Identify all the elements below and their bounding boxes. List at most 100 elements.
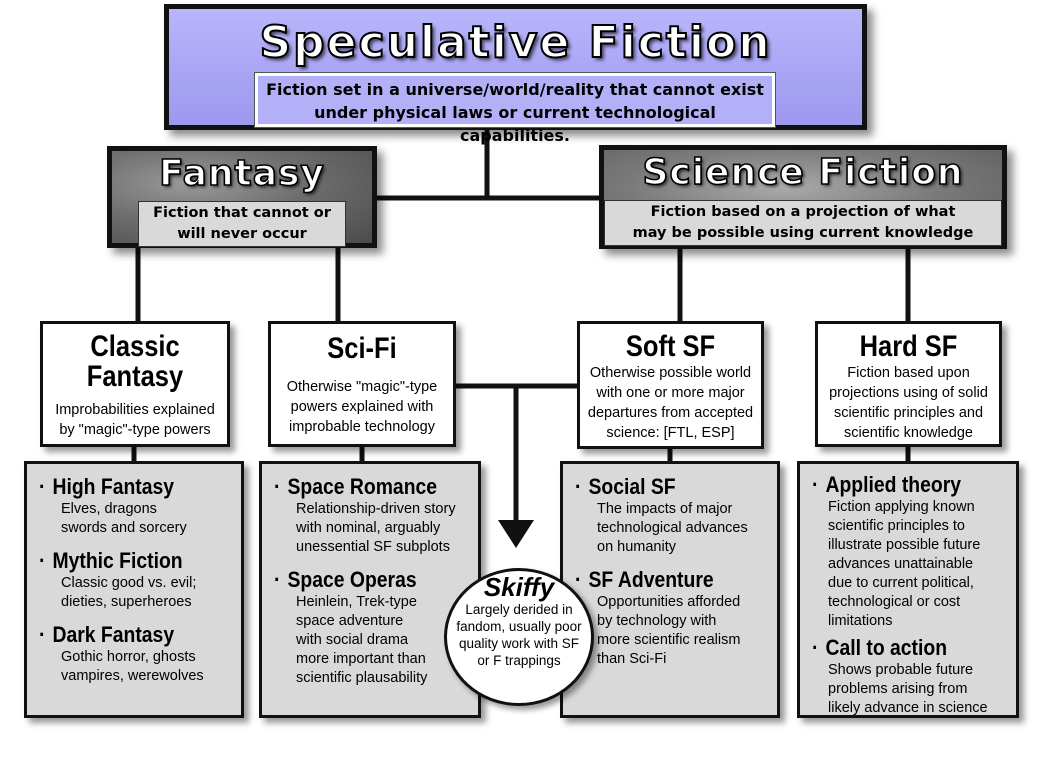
bullet: · (39, 474, 46, 499)
science-fiction-description: Fiction based on a projection of what ma… (604, 200, 1002, 246)
description-line: with one or more major (596, 385, 745, 401)
description-line: will never occur (177, 226, 307, 242)
description-line: limitations (828, 613, 893, 629)
detail-heading: ·Space Romance (274, 474, 446, 500)
description-line: science: [FTL, ESP] (606, 425, 735, 441)
sci-fi-title: Sci-Fi (327, 332, 397, 365)
description-line: scientific principles to (828, 518, 965, 534)
description-line: may be possible using current knowledge (632, 225, 974, 241)
bullet: · (812, 472, 819, 497)
detail-heading: ·Call to action (812, 635, 984, 661)
fantasy-box: Fantasy Fiction that cannot or will neve… (107, 146, 377, 248)
bullet: · (812, 635, 819, 660)
description-line: Relationship-driven story (296, 501, 456, 517)
detail-description: Classic good vs. evil; dieties, superher… (39, 574, 233, 612)
description-line: vampires, werewolves (61, 668, 204, 684)
description-line: Elves, dragons (61, 501, 157, 517)
sci-fi-box: Sci-Fi Otherwise "magic"-type powers exp… (268, 321, 456, 447)
bullet: · (274, 474, 281, 499)
description-line: Largely derided in (465, 602, 573, 617)
detail-heading: ·Applied theory (812, 472, 984, 498)
description-line: unessential SF subplots (296, 539, 450, 555)
description-line: more important than (296, 651, 426, 667)
description-line: The impacts of major (597, 501, 733, 517)
description-line: space adventure (296, 613, 404, 629)
hard-sf-title: Hard SF (859, 330, 958, 363)
description-line: Shows probable future (828, 662, 974, 678)
fantasy-title: Fantasy (158, 152, 325, 195)
description-line: under physical laws or current technolog… (314, 103, 716, 145)
bullet: · (575, 474, 582, 499)
sci-fi-detail-box: ·Space Romance Relationship-driven story… (259, 461, 481, 718)
speculative-fiction-title: Speculative Fiction (258, 16, 772, 69)
skiffy-title: Skiffy (483, 572, 555, 602)
description-line: Fiction based on a projection of what (650, 204, 956, 220)
description-line: swords and sorcery (61, 520, 187, 536)
description-line: more scientific realism (597, 632, 741, 648)
soft-sf-title: Soft SF (625, 330, 716, 363)
detail-heading: ·Mythic Fiction (39, 548, 210, 574)
classic-fantasy-detail-box: ·High Fantasy Elves, dragons swords and … (24, 461, 244, 718)
detail-description: Heinlein, Trek-type space adventure with… (274, 593, 470, 688)
detail-heading: ·Social SF (575, 474, 746, 500)
hard-sf-description: Fiction based upon projections using of … (818, 363, 999, 443)
detail-heading-text: Space Romance (287, 474, 438, 499)
description-line: Fiction based upon (847, 365, 970, 381)
detail-heading-text: Social SF (588, 474, 676, 499)
detail-description: Relationship-driven story with nominal, … (274, 500, 470, 557)
soft-sf-detail-box: ·Social SF The impacts of major technolo… (560, 461, 780, 718)
description-line: scientific knowledge (844, 425, 973, 441)
bullet: · (274, 567, 281, 592)
description-line: problems arising from (828, 681, 968, 697)
detail-heading-text: High Fantasy (52, 474, 175, 499)
description-line: Improbabilities explained (55, 402, 215, 418)
description-line: scientific principles and (833, 405, 984, 421)
description-line: than Sci-Fi (597, 651, 667, 667)
description-line: illustrate possible future (828, 537, 981, 553)
description-line: dieties, superheroes (61, 594, 192, 610)
description-line: advances unattainable (828, 556, 974, 572)
detail-heading: ·Dark Fantasy (39, 622, 210, 648)
soft-sf-description: Otherwise possible world with one or mor… (580, 363, 761, 443)
detail-description: Shows probable future problems arising f… (812, 661, 1008, 718)
detail-description: Opportunities afforded by technology wit… (575, 593, 769, 669)
description-line: Fiction applying known (828, 499, 975, 515)
classic-fantasy-box: Classic Fantasy Improbabilities explaine… (40, 321, 230, 447)
hard-sf-box: Hard SF Fiction based upon projections u… (815, 321, 1002, 447)
classic-fantasy-description: Improbabilities explained by "magic"-typ… (43, 400, 227, 440)
science-fiction-box: Science Fiction Fiction based on a proje… (599, 145, 1007, 249)
detail-heading-text: Applied theory (825, 472, 962, 497)
description-line: powers explained with (290, 399, 434, 415)
description-line: Classic good vs. evil; (61, 575, 197, 591)
description-line: on humanity (597, 539, 676, 555)
bullet: · (39, 622, 46, 647)
description-line: Heinlein, Trek-type (296, 594, 417, 610)
description-line: likely advance in science (828, 700, 988, 716)
skiffy-arrowhead (498, 520, 534, 548)
description-line: with social drama (296, 632, 409, 648)
description-line: technological advances (597, 520, 748, 536)
detail-description: The impacts of major technological advan… (575, 500, 769, 557)
fantasy-description: Fiction that cannot or will never occur (138, 201, 346, 247)
detail-heading-text: Dark Fantasy (52, 622, 175, 647)
classic-fantasy-title-line: Classic (90, 330, 180, 363)
speculative-fiction-description: Fiction set in a universe/world/reality … (254, 72, 776, 145)
description-line: Fiction set in a universe/world/reality … (266, 80, 764, 99)
description-line: by "magic"-type powers (59, 422, 211, 438)
classic-fantasy-title-line: Fantasy (86, 360, 184, 393)
description-line: fandom, usually poor (456, 619, 582, 634)
skiffy-description: Largely derided in fandom, usually poor … (447, 601, 591, 669)
bullet: · (39, 548, 46, 573)
description-line: projections using of solid (829, 385, 988, 401)
detail-description: Elves, dragons swords and sorcery (39, 500, 233, 538)
detail-description: Fiction applying known scientific princi… (812, 498, 1008, 631)
detail-heading-text: SF Adventure (588, 567, 714, 592)
description-line: Otherwise "magic"-type (286, 379, 438, 395)
description-line: Gothic horror, ghosts (61, 649, 196, 665)
detail-heading-text: Space Operas (287, 567, 417, 592)
description-line: due to current political, (828, 575, 974, 591)
soft-sf-box: Soft SF Otherwise possible world with on… (577, 321, 764, 449)
description-line: improbable technology (289, 419, 435, 435)
detail-heading: ·High Fantasy (39, 474, 210, 500)
